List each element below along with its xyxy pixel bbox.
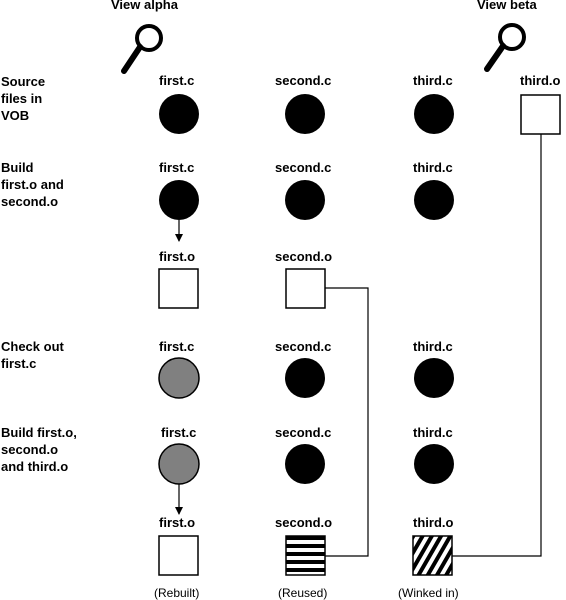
second-c-node (285, 358, 325, 398)
first-c-node (159, 180, 199, 220)
first-c-label: first.c (159, 339, 194, 354)
second-c-node (285, 180, 325, 220)
third-c-source-node (414, 94, 454, 134)
first-c-checked-out-node (158, 357, 200, 399)
third-c-node (414, 180, 454, 220)
first-o-label: first.o (159, 249, 195, 264)
third-o-view-beta-node (520, 94, 561, 135)
step-label-build-first-second: Build first.o and second.o (1, 160, 67, 209)
second-o-reused-node (285, 535, 326, 576)
third-c-node (414, 444, 454, 484)
third-c-label: third.c (413, 160, 453, 175)
third-o-label: third.o (413, 515, 453, 530)
first-o-node (158, 268, 199, 309)
step-label-checkout: Check out first.c (1, 339, 67, 371)
second-o-label: second.o (275, 515, 332, 530)
first-c-source-node (159, 94, 199, 134)
reused-caption: (Reused) (278, 586, 327, 600)
third-c-label: third.c (413, 73, 453, 88)
second-c-label: second.c (275, 339, 331, 354)
first-c-label: first.c (159, 160, 194, 175)
first-c-label: first.c (159, 73, 194, 88)
first-o-rebuilt-node (158, 535, 199, 576)
second-c-label: second.c (275, 73, 331, 88)
step-label-build-all: Build first.o, second.o and third.o (1, 425, 80, 474)
third-o-winked-node (412, 535, 453, 576)
first-c-checked-out-node (158, 443, 200, 485)
view-beta-label: View beta (477, 0, 538, 12)
view-alpha-label: View alpha (111, 0, 179, 12)
third-c-label: third.c (413, 425, 453, 440)
second-c-node (285, 444, 325, 484)
wink-in-connector-line (452, 134, 542, 557)
second-o-node (285, 268, 326, 309)
second-c-label: second.c (275, 425, 331, 440)
third-c-label: third.c (413, 339, 453, 354)
winked-caption: (Winked in) (398, 586, 459, 600)
third-o-label: third.o (520, 73, 560, 88)
first-o-label: first.o (159, 515, 195, 530)
second-c-label: second.c (275, 160, 331, 175)
first-c-label: first.c (161, 425, 196, 440)
second-c-source-node (285, 94, 325, 134)
rebuilt-caption: (Rebuilt) (154, 586, 199, 600)
magnifier-icon (484, 23, 526, 72)
third-c-node (414, 358, 454, 398)
reuse-connector-line (325, 287, 369, 557)
second-o-label: second.o (275, 249, 332, 264)
magnifier-icon (121, 24, 163, 74)
step-label-source: Source files in VOB (1, 74, 49, 123)
